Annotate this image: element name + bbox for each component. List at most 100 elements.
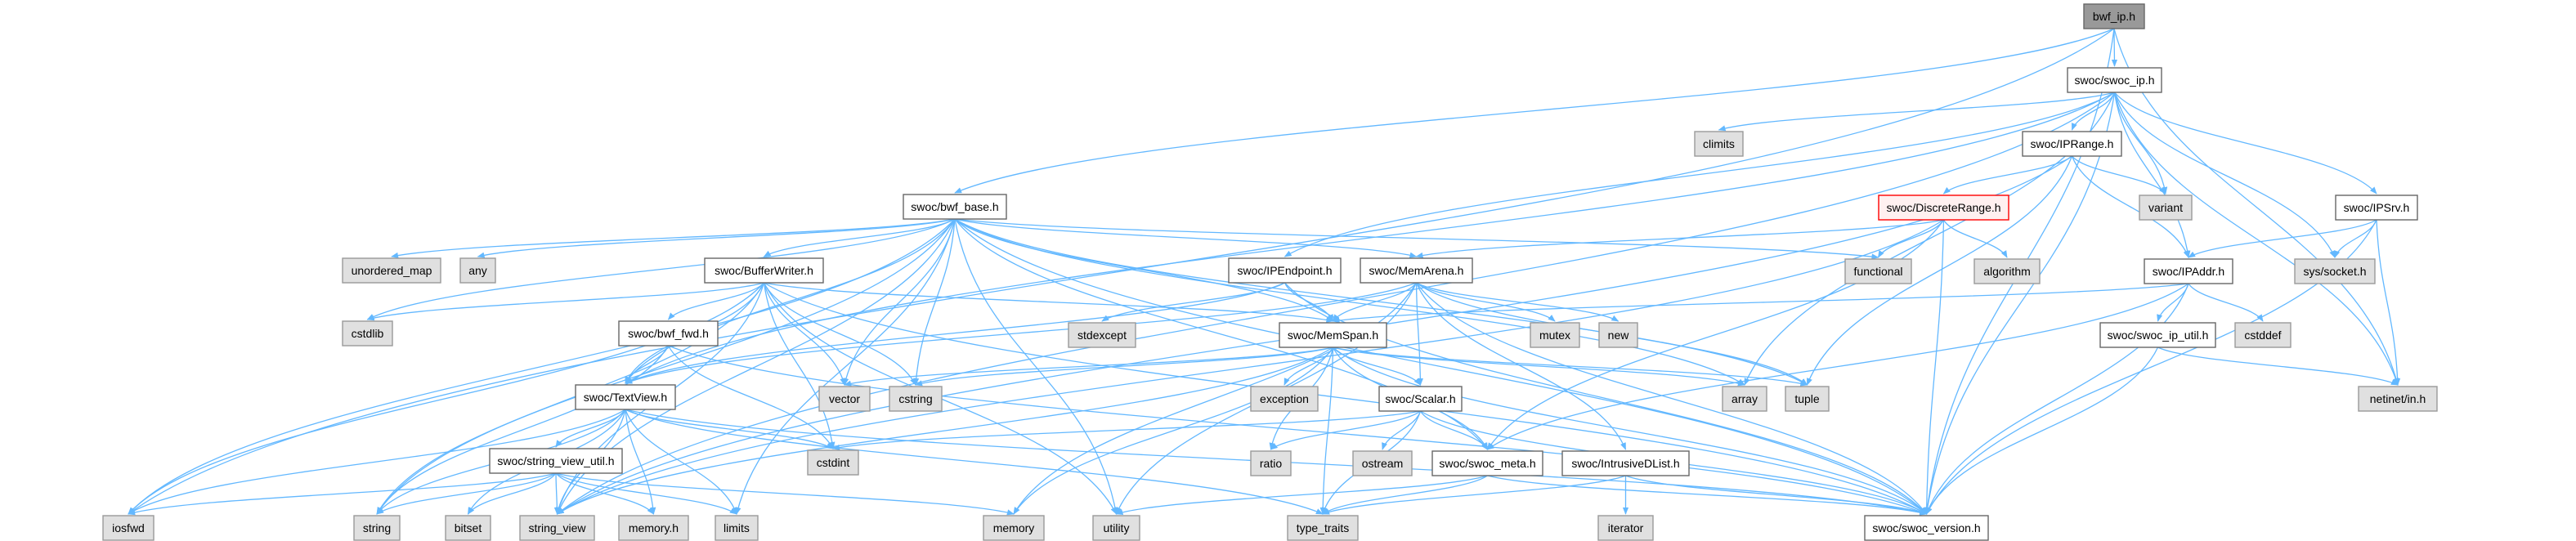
node-label: tuple [1794,392,1820,405]
node-cstddef: cstddef [2234,322,2292,348]
node-box [102,515,155,541]
node-string-view-util[interactable]: swoc/string_view_util.h [489,448,623,474]
node-IPAddr[interactable]: swoc/IPAddr.h [2144,258,2233,284]
edge-bwf_base-to-string [376,218,956,515]
edge-DiscreteRange-to-MemArena [1415,219,1944,258]
edge-MemArena-to-IntrusiveDList [1415,282,1627,450]
node-BufferWriter[interactable]: swoc/BufferWriter.h [704,257,824,284]
node-IntrusiveDList[interactable]: swoc/IntrusiveDList.h [1561,450,1690,476]
node-stdexcept: stdexcept [1068,322,1136,348]
edge-BufferWriter-to-bwf_fwd [667,282,764,320]
node-box [2234,322,2292,348]
node-box [2144,258,2233,284]
edge-IPRange-to-tuple [1806,155,2073,386]
node-bwf-base[interactable]: swoc/bwf_base.h [903,194,1007,220]
edge-swoc_ip-to-IPEndpoint [1284,92,2115,257]
node-swoc-ip[interactable]: swoc/swoc_ip.h [2067,67,2162,93]
node-swoc-ip-util[interactable]: swoc/swoc_ip_util.h [2099,322,2216,348]
node-DiscreteRange[interactable]: swoc/DiscreteRange.h [1878,194,2009,221]
node-label: swoc/MemSpan.h [1288,329,1378,342]
edge-MemSpan-to-swoc_version [1333,347,1928,515]
node-label: any [468,264,487,277]
node-cstdint: cstdint [807,449,859,476]
node-box [1597,515,1654,541]
node-TextView[interactable]: swoc/TextView.h [575,384,676,410]
node-box [342,320,393,347]
edge-bwf_base-to-utility [954,218,1118,515]
node-climits: climits [1694,131,1744,157]
node-label: string [363,521,391,534]
node-box [489,448,623,474]
edge-BufferWriter-to-cstdlib [366,282,764,321]
node-box [618,320,719,347]
edge-bwf_base-to-array [954,218,1745,386]
node-box [1068,322,1136,348]
node-label: swoc/bwf_base.h [911,200,998,213]
edge-swoc_ip-to-variant [2113,92,2168,194]
node-label: bitset [455,521,482,534]
node-box [1973,258,2041,284]
edge-MemSpan-to-vector [844,347,1333,387]
node-sys-socket: sys/socket.h [2294,258,2376,284]
node-box [889,386,943,412]
node-label: array [1732,392,1758,405]
edge-IPRange-to-IPAddr [2071,155,2189,258]
node-swoc-version[interactable]: swoc/swoc_version.h [1864,515,1989,541]
node-MemSpan[interactable]: swoc/MemSpan.h [1279,322,1387,348]
node-box [1694,131,1744,157]
node-label: swoc/IPSrv.h [2344,201,2410,214]
node-box [2022,131,2122,157]
node-new: new [1598,322,1638,348]
edge-TextView-to-memory_h [625,409,656,515]
node-IPEndpoint[interactable]: swoc/IPEndpoint.h [1228,257,1342,284]
edge-MemSpan-to-array [1333,347,1745,387]
node-swoc-meta[interactable]: swoc/swoc_meta.h [1431,450,1543,476]
edge-TextView-to-limits [625,409,737,515]
edge-swoc_ip-to-swoc_version [1924,92,2116,515]
node-label: exception [1260,392,1309,405]
edge-IPRange-to-DiscreteRange [1942,155,2072,194]
edge-bwf_base-to-MemSpan [954,218,1334,322]
edge-IPAddr-to-MemSpan [1332,283,2189,324]
edge-IPRange-to-variant [2072,155,2166,194]
node-label: new [1608,329,1630,342]
edge-IntrusiveDList-to-swoc_version [1625,475,1928,515]
edge-MemArena-to-TextView [625,282,1417,384]
node-any: any [459,257,496,284]
node-MemArena[interactable]: swoc/MemArena.h [1360,257,1473,284]
node-box [1228,257,1342,284]
edge-bwf_base-to-functional [954,218,1879,260]
edge-bwf_base-to-cstring [913,218,956,386]
node-label: swoc/swoc_ip.h [2074,74,2154,87]
node-box [715,515,759,541]
node-label: swoc/IPRange.h [2031,137,2114,150]
edge-string_view_util-to-memory_h [555,472,655,515]
edge-Scalar-to-ratio [1270,410,1421,450]
node-bwf-ip[interactable]: bwf_ip.h [2083,3,2145,29]
node-box [1722,386,1767,412]
node-Scalar[interactable]: swoc/Scalar.h [1378,386,1463,412]
node-box [2083,3,2145,29]
edge-IntrusiveDList-to-type_traits [1322,475,1626,515]
edge-bwf_base-to-cstdlib [366,218,956,320]
node-box [519,515,595,541]
edge-IPAddr-to-swoc_version [1925,283,2189,515]
node-label: ostream [1362,457,1404,470]
edge-swoc_ip-to-string_view [556,92,2115,515]
edge-BufferWriter-to-cstdint [763,282,836,449]
edge-IPAddr-to-cstddef [2188,283,2264,322]
node-IPRange[interactable]: swoc/IPRange.h [2022,131,2122,157]
edge-bwf_base-to-BufferWriter [763,218,956,257]
edge-MemSpan-to-memory [1013,347,1334,515]
node-box [807,449,859,476]
node-box [618,515,689,541]
node-bwf-fwd[interactable]: swoc/bwf_fwd.h [618,320,719,347]
node-box [1864,515,1989,541]
edge-MemSpan-to-type_traits [1319,347,1334,515]
edge-MemArena-to-new [1416,282,1620,322]
edge-IPAddr-to-swoc_meta [1486,283,2189,450]
node-IPSrv[interactable]: swoc/IPSrv.h [2335,194,2418,221]
node-unordered-map: unordered_map [342,257,441,284]
node-box [983,515,1045,541]
